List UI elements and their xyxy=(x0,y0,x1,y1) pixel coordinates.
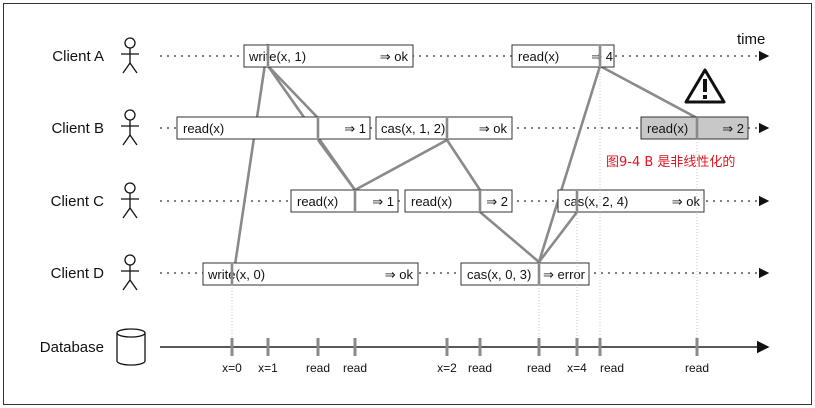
svg-text:read(x): read(x) xyxy=(297,194,338,209)
db-event-label: read xyxy=(306,361,330,375)
svg-text:read(x): read(x) xyxy=(647,121,688,136)
person-icon xyxy=(121,37,139,74)
op-write-x-0: write(x, 0) ⇒ ok xyxy=(202,262,419,286)
op-cas-x-1-2: cas(x, 1, 2) ⇒ ok xyxy=(375,116,513,140)
op-read-x-b2-nonlinearizable: read(x) ⇒ 2 xyxy=(640,116,749,140)
svg-text:⇒ 1: ⇒ 1 xyxy=(344,121,366,136)
database-cylinder-icon xyxy=(116,328,146,366)
client-c-label: Client C xyxy=(51,193,105,210)
op-read-x-c1: read(x) ⇒ 1 xyxy=(290,189,399,213)
warning-triangle-icon xyxy=(684,68,726,104)
op-read-x-c2: read(x) ⇒ 2 xyxy=(404,189,513,213)
svg-text:⇒ 2: ⇒ 2 xyxy=(722,121,744,136)
client-a-label: Client A xyxy=(52,48,104,65)
time-axis-label: time xyxy=(737,31,765,48)
db-event-label: read xyxy=(685,361,709,375)
svg-text:⇒ ok: ⇒ ok xyxy=(672,194,701,209)
op-read-x-b1: read(x) ⇒ 1 xyxy=(176,116,371,140)
db-event-label: read xyxy=(600,361,624,375)
svg-text:⇒ ok: ⇒ ok xyxy=(479,121,508,136)
svg-text:write(x, 0): write(x, 0) xyxy=(207,267,265,282)
db-event-label: x=0 xyxy=(222,361,242,375)
database-label: Database xyxy=(40,339,104,356)
svg-text:⇒ error: ⇒ error xyxy=(543,267,586,282)
svg-text:⇒ 4: ⇒ 4 xyxy=(591,49,613,64)
svg-text:write(x, 1): write(x, 1) xyxy=(248,49,306,64)
person-icon xyxy=(121,182,139,219)
svg-text:⇒ ok: ⇒ ok xyxy=(380,49,409,64)
svg-text:read(x): read(x) xyxy=(183,121,224,136)
db-event-ticks xyxy=(230,338,699,356)
db-event-label: x=1 xyxy=(258,361,278,375)
svg-text:⇒ 1: ⇒ 1 xyxy=(372,194,394,209)
svg-text:cas(x, 1, 2): cas(x, 1, 2) xyxy=(381,121,445,136)
db-event-label: read xyxy=(527,361,551,375)
db-event-label: x=4 xyxy=(567,361,587,375)
svg-text:read(x): read(x) xyxy=(411,194,452,209)
op-cas-x-2-4: cas(x, 2, 4) ⇒ ok xyxy=(557,189,705,213)
commit-markers xyxy=(230,46,699,284)
client-d-label: Client D xyxy=(51,265,105,282)
svg-text:cas(x, 0, 3): cas(x, 0, 3) xyxy=(467,267,531,282)
op-cas-x-0-3: cas(x, 0, 3) ⇒ error xyxy=(460,262,590,286)
svg-text:⇒ 2: ⇒ 2 xyxy=(486,194,508,209)
db-event-label: read xyxy=(468,361,492,375)
figure-frame xyxy=(3,3,812,405)
person-icon xyxy=(121,109,139,146)
nonlinearizable-note: 图9-4 B 是非线性化的 xyxy=(606,154,735,170)
db-event-label: read xyxy=(343,361,367,375)
person-icon xyxy=(121,254,139,291)
db-guide-lines xyxy=(231,67,698,338)
svg-text:read(x): read(x) xyxy=(518,49,559,64)
svg-text:⇒ ok: ⇒ ok xyxy=(385,267,414,282)
op-read-x-a: read(x) ⇒ 4 xyxy=(511,44,615,68)
client-b-label: Client B xyxy=(51,120,104,137)
db-event-label: x=2 xyxy=(437,361,457,375)
svg-text:cas(x, 2, 4): cas(x, 2, 4) xyxy=(564,194,628,209)
op-write-x-1: write(x, 1) ⇒ ok xyxy=(243,44,414,68)
